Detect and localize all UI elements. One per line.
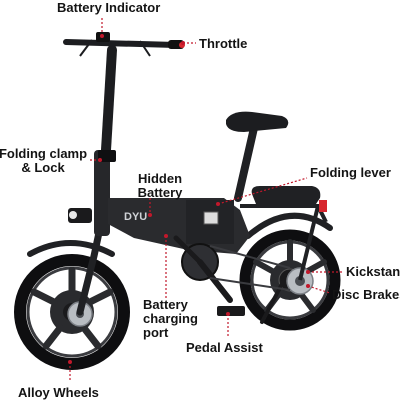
seat-post [234,124,258,202]
handlebar-stem [101,45,117,155]
label-battery-charging-port: Battery charging port [143,298,198,340]
rear-reflector [319,200,327,212]
label-battery-indicator: Battery Indicator [57,0,161,15]
dyu-logo-icon: DYU [124,211,147,223]
label-battery-port-line1: Battery [143,297,188,312]
head-tube [94,150,110,236]
label-battery-port-line3: port [143,325,169,340]
label-hidden-battery-line1: Hidden [137,171,183,186]
label-alloy-wheels: Alloy Wheels [18,385,99,400]
label-folding-clamp-line1: Folding clamp [0,146,88,161]
label-folding-clamp-line2: & Lock [21,160,65,175]
rear-seat [251,186,321,204]
label-hidden-battery: Hidden Battery [132,172,188,200]
label-battery-port-line2: charging [143,311,198,326]
label-pedal-assist: Pedal Assist [186,340,263,355]
label-throttle: Throttle [199,36,248,51]
rear-fender [245,212,333,239]
pedal [217,306,245,316]
callout-lines [69,18,344,382]
front-fender [27,240,115,257]
handlebar [63,39,179,48]
label-kickstand: Kickstand [346,264,400,279]
saddle [226,111,289,132]
label-folding-lever: Folding lever [310,165,391,180]
callout-dots [68,34,310,364]
headlight-icon [68,208,92,223]
label-hidden-battery-line2: Battery [137,185,183,200]
folding-lever [203,211,219,225]
folding-clamp [98,150,116,162]
label-disc-brakes: Disc Brakes [332,287,400,302]
front-fork [76,224,104,316]
label-folding-clamp: Folding clamp & Lock [0,147,88,175]
